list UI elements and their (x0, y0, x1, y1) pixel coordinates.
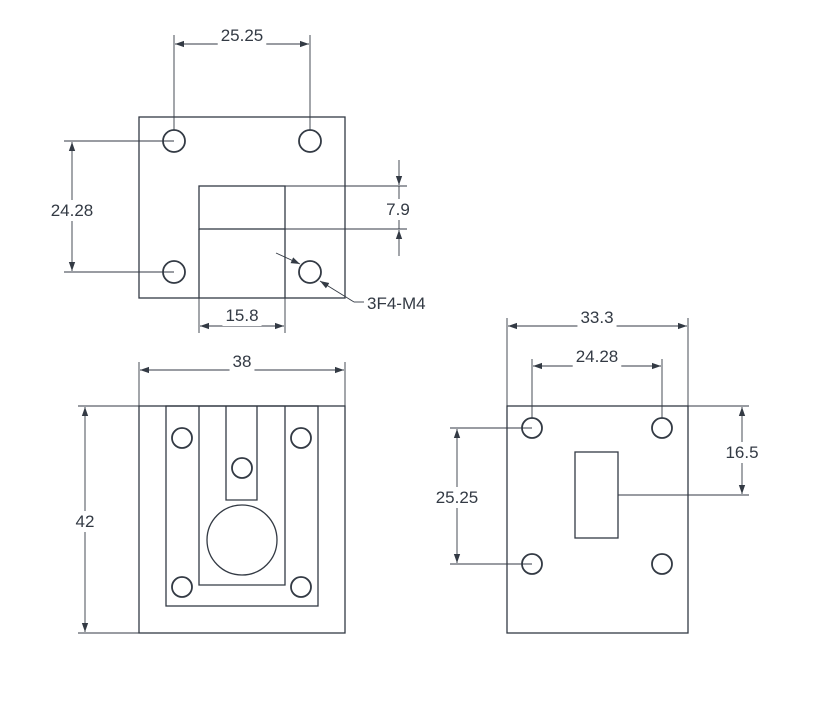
mounting-hole (298, 129, 322, 153)
dim-side-width: 33.3 (580, 308, 613, 327)
label-backing (72, 511, 98, 532)
label-backing (217, 25, 267, 46)
label-backing (577, 307, 617, 328)
leader-line (275, 252, 301, 265)
label-backing (229, 351, 255, 372)
mounting-hole (290, 427, 312, 449)
dim-hole-spacing-x: 25.25 (221, 26, 264, 45)
front-view-inner-frame (165, 405, 319, 607)
center-bore (206, 504, 278, 576)
side-view-slot (574, 451, 619, 539)
dim-width: 38 (233, 352, 252, 371)
front-view-slot (225, 406, 258, 501)
mounting-hole (651, 417, 673, 439)
mounting-hole (651, 553, 673, 575)
dim-slot-offset: 16.5 (725, 443, 758, 462)
mounting-hole (231, 457, 253, 479)
dim-height: 42 (76, 512, 95, 531)
mounting-hole (290, 576, 312, 598)
dim-side-hole-spacing-y: 25.25 (436, 488, 479, 507)
mounting-hole (171, 427, 193, 449)
side-view: 33.3 24.28 25.25 16.5 (432, 307, 762, 634)
label-backing (722, 442, 762, 463)
top-view-outline (138, 116, 346, 299)
side-view-outline (506, 405, 689, 634)
front-view-channel (198, 406, 286, 586)
dim-hole-spacing-y: 24.28 (51, 201, 94, 220)
dim-side-hole-spacing-x: 24.28 (576, 347, 619, 366)
front-view-outline (138, 405, 346, 634)
label-backing (432, 487, 482, 508)
label-backing (222, 305, 262, 326)
dim-slot-width: 15.8 (225, 306, 258, 325)
label-backing (572, 346, 622, 367)
mounting-hole (171, 576, 193, 598)
dim-slot-height: 7.9 (386, 200, 410, 219)
leader-line (319, 280, 355, 303)
label-backing (47, 200, 97, 221)
front-view: 38 42 (72, 351, 346, 634)
mounting-hole (298, 260, 322, 284)
top-view: 25.25 24.28 7.9 15.8 3F4-M4 (47, 25, 429, 333)
callout-hole-spec: 3F4-M4 (367, 294, 426, 313)
label-backing (364, 293, 429, 314)
top-view-slot (198, 185, 286, 230)
label-backing (383, 199, 413, 220)
